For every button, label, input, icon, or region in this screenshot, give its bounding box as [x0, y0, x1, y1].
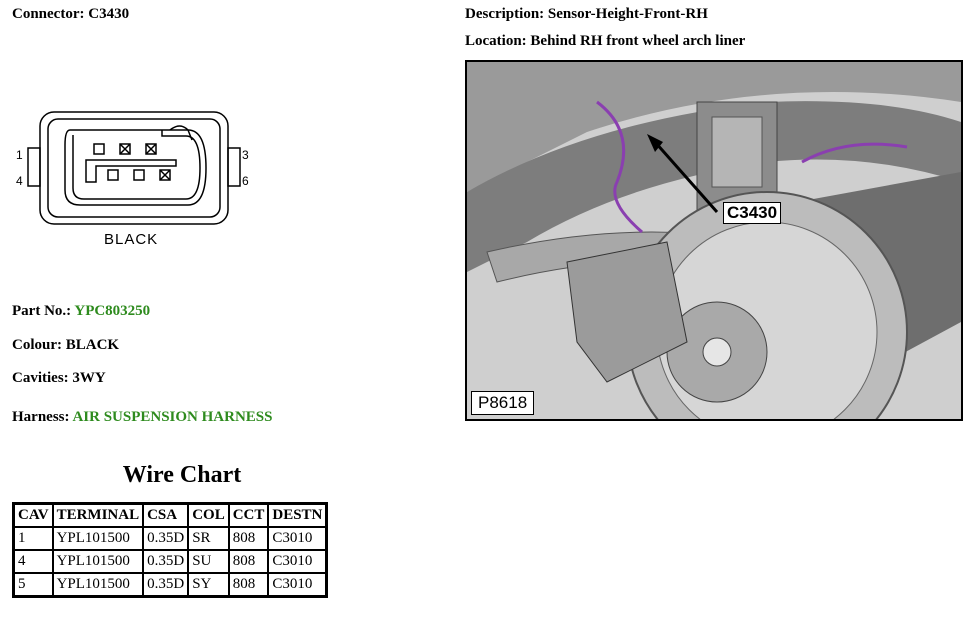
cell-cct: 808 — [227, 572, 270, 598]
cavities-value: 3WY — [72, 370, 106, 386]
connector-line: Connector: C3430 — [12, 6, 129, 23]
location-line: Location: Behind RH front wheel arch lin… — [465, 33, 745, 50]
table-header-row: CAV TERMINAL CSA COL CCT DESTN — [12, 502, 328, 528]
cell-terminal: YPL101500 — [51, 572, 145, 598]
cavity-5 — [133, 169, 145, 181]
header-destn: DESTN — [267, 502, 328, 528]
cell-csa: 0.35D — [142, 572, 190, 598]
part-no-line: Part No.: YPC803250 — [12, 303, 150, 320]
colour-line: Colour: BLACK — [12, 337, 119, 354]
wire-chart-table: CAV TERMINAL CSA COL CCT DESTN 1 YPL1015… — [12, 502, 329, 598]
part-no-label: Part No.: — [12, 303, 72, 319]
location-photo: C3430 P8618 — [465, 60, 963, 421]
cell-cav: 5 — [12, 572, 54, 598]
cell-destn: C3010 — [267, 572, 328, 598]
connector-latch — [169, 125, 193, 141]
description-line: Description: Sensor-Height-Front-RH — [465, 6, 708, 23]
cell-csa: 0.35D — [142, 526, 190, 551]
cell-csa: 0.35D — [142, 549, 190, 574]
photo-reference-id: P8618 — [471, 391, 535, 415]
table-row: 4 YPL101500 0.35D SU 808 C3010 — [12, 549, 328, 574]
header-csa: CSA — [142, 502, 190, 528]
cell-cct: 808 — [227, 526, 270, 551]
cell-cav: 4 — [12, 549, 54, 574]
wheel-arch-illustration — [467, 62, 961, 419]
cavity-2 — [119, 143, 131, 155]
cell-col: SR — [187, 526, 230, 551]
cavity-4 — [107, 169, 119, 181]
cell-terminal: YPL101500 — [51, 549, 145, 574]
location-label: Location: — [465, 33, 527, 49]
connector-value: C3430 — [88, 6, 130, 22]
description-label: Description: — [465, 6, 545, 22]
connector-inner-shell — [47, 118, 221, 218]
cavity-step — [85, 159, 177, 183]
cavity-6 — [159, 169, 171, 181]
location-value: Behind RH front wheel arch liner — [530, 33, 746, 49]
table-row: 1 YPL101500 0.35D SR 808 C3010 — [12, 526, 328, 551]
description-value: Sensor-Height-Front-RH — [547, 6, 708, 22]
cavities-label: Cavities: — [12, 370, 69, 386]
cavity-3 — [145, 143, 157, 155]
connector-left-tab — [27, 147, 41, 187]
connector-face-diagram: 1 4 3 6 BLACK — [16, 111, 249, 248]
header-terminal: TERMINAL — [51, 502, 145, 528]
connector-label: Connector: — [12, 6, 85, 22]
wire-chart-title: Wire Chart — [122, 462, 242, 488]
header-cct: CCT — [227, 502, 270, 528]
table-row: 5 YPL101500 0.35D SY 808 C3010 — [12, 572, 328, 598]
cell-col: SY — [187, 572, 230, 598]
cavity-1 — [93, 143, 105, 155]
cell-cct: 808 — [227, 549, 270, 574]
colour-label: Colour: — [12, 337, 62, 353]
connector-cavity-inner — [72, 130, 201, 200]
pin-label-6: 6 — [242, 174, 249, 188]
cell-destn: C3010 — [267, 526, 328, 551]
header-cav: CAV — [12, 502, 54, 528]
part-no-link[interactable]: YPC803250 — [74, 303, 151, 319]
connector-cavity-outline — [64, 129, 207, 206]
pin-label-1: 1 — [16, 148, 23, 162]
cell-terminal: YPL101500 — [51, 526, 145, 551]
connector-callout-label: C3430 — [723, 202, 782, 224]
pin-label-3: 3 — [242, 148, 249, 162]
cell-cav: 1 — [12, 526, 54, 551]
connector-right-tab — [227, 147, 241, 187]
cell-destn: C3010 — [267, 549, 328, 574]
harness-link[interactable]: AIR SUSPENSION HARNESS — [72, 409, 273, 425]
header-col: COL — [187, 502, 230, 528]
connector-colour-caption: BLACK — [104, 231, 158, 248]
colour-value: BLACK — [65, 337, 120, 353]
harness-line: Harness: AIR SUSPENSION HARNESS — [12, 409, 273, 426]
cell-col: SU — [187, 549, 230, 574]
pin-label-4: 4 — [16, 174, 23, 188]
harness-label: Harness: — [12, 409, 70, 425]
cavities-line: Cavities: 3WY — [12, 370, 106, 387]
